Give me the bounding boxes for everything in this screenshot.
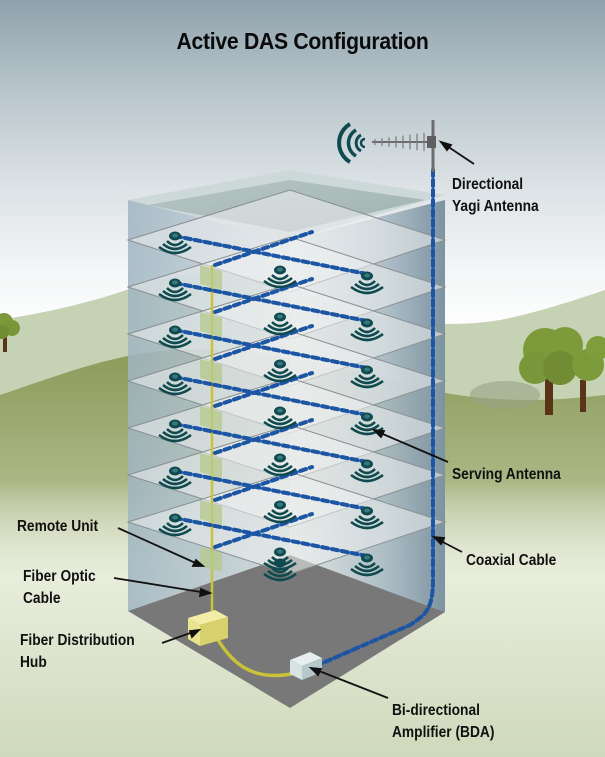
- label-line: Hub: [20, 654, 47, 671]
- fiber-distribution-hub: [188, 610, 228, 646]
- label-serving-antenna: Serving Antenna: [452, 464, 561, 486]
- label-line: Directional: [452, 176, 524, 193]
- serving-antenna-icon: [158, 513, 192, 537]
- tree-icon: [470, 327, 605, 415]
- label-line: Bi-directional: [392, 702, 480, 719]
- pointer-arrows: [113, 140, 475, 699]
- coax-run: [213, 371, 314, 408]
- arrow-serving-antenna: [377, 431, 449, 463]
- serving-antenna-icon: [350, 365, 384, 389]
- label-bda: Bi-directional Amplifier (BDA): [392, 700, 494, 744]
- serving-antenna-icon: [158, 278, 192, 302]
- serving-antenna-icon: [158, 372, 192, 396]
- remote-unit: [200, 406, 222, 431]
- label-line: Yagi Antenna: [452, 198, 539, 215]
- serving-antenna-icon: [350, 318, 384, 342]
- label-coaxial-cable: Coaxial Cable: [466, 550, 556, 572]
- serving-antenna-icon: [158, 419, 192, 443]
- coaxial-cable: [316, 168, 435, 667]
- coax-run: [173, 281, 369, 323]
- remote-unit: [200, 312, 222, 337]
- label-line: Cable: [23, 590, 61, 607]
- coax-run: [213, 277, 314, 314]
- label-remote-unit: Remote Unit: [17, 516, 98, 538]
- serving-antenna-icon: [263, 500, 297, 524]
- coax-run: [213, 465, 314, 502]
- coax-run: [213, 418, 314, 455]
- coax-run: [173, 328, 369, 370]
- arrow-remote-unit: [117, 527, 201, 566]
- serving-antenna-icon: [350, 271, 384, 295]
- label-line: Serving Antenna: [452, 466, 561, 483]
- coax-run: [173, 422, 369, 464]
- remote-units: [200, 265, 222, 572]
- label-fiber-optic-cable: Fiber Optic Cable: [23, 566, 96, 610]
- label-line: Fiber Distribution: [20, 632, 135, 649]
- coax-run: [173, 469, 369, 511]
- serving-antenna-icon: [263, 359, 297, 383]
- serving-antennas: [158, 231, 384, 582]
- coax-run: [173, 516, 369, 558]
- label-fiber-distribution-hub: Fiber Distribution Hub: [20, 630, 135, 674]
- remote-unit: [200, 265, 222, 290]
- serving-antenna-icon: [263, 453, 297, 477]
- serving-antenna-icon: [263, 265, 297, 289]
- serving-antenna-icon: [158, 231, 192, 255]
- arrow-bda: [313, 668, 389, 699]
- coax-run: [213, 324, 314, 361]
- serving-antenna-icon: [263, 312, 297, 336]
- coax-run: [213, 230, 314, 267]
- coax-run: [173, 234, 369, 276]
- remote-unit: [200, 500, 222, 525]
- tree-icon: [0, 313, 20, 352]
- serving-antenna-icon: [350, 459, 384, 483]
- serving-antenna-icon: [158, 466, 192, 490]
- remote-unit: [200, 453, 222, 478]
- coax-run: [173, 375, 369, 417]
- serving-antenna-icon: [158, 325, 192, 349]
- yagi-antenna-icon: [337, 120, 436, 172]
- arrow-fiber-optic: [113, 577, 208, 594]
- coaxial-cable-network: [173, 230, 369, 558]
- label-line: Remote Unit: [17, 518, 99, 535]
- serving-antenna-icon: [263, 406, 297, 430]
- diagram-title: Active DAS Configuration: [176, 28, 429, 54]
- label-line: Coaxial Cable: [466, 552, 557, 569]
- remote-unit: [200, 547, 222, 572]
- serving-antenna-icon: [263, 558, 297, 582]
- label-line: Amplifier (BDA): [392, 724, 495, 741]
- label-line: Fiber Optic: [23, 568, 96, 585]
- label-yagi-antenna: Directional Yagi Antenna: [452, 174, 539, 218]
- coax-run: [213, 512, 314, 549]
- serving-antenna-icon: [350, 553, 384, 577]
- serving-antenna-icon: [350, 506, 384, 530]
- remote-unit: [200, 359, 222, 384]
